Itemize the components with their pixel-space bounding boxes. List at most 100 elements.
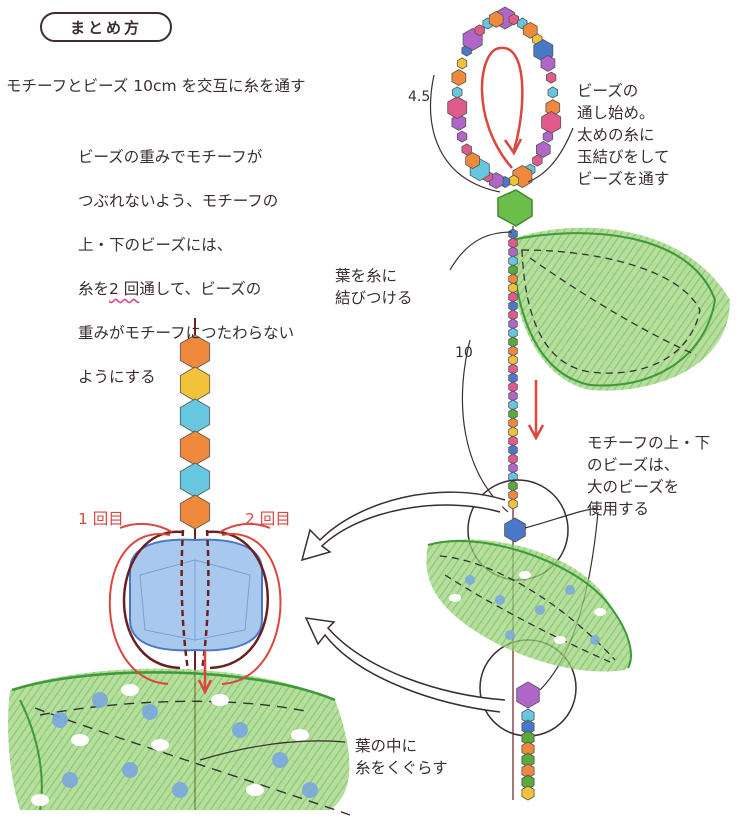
strand-bead [508,282,518,294]
loop-bead [532,154,543,167]
strand-bead [508,228,518,240]
loop-bead [451,113,467,131]
arrow-head-strand [527,424,545,441]
loop-bead [465,152,481,170]
note-line-4-a: 糸を [78,280,110,298]
intro-line: モチーフとビーズ 10cm を交互に糸を通す [6,77,306,95]
loop-bead [488,10,504,28]
loop-bead [451,86,463,99]
arrow-head-loop [503,138,523,156]
loop-bead [541,110,562,134]
note-main: ビーズの重みでモチーフが つぶれないよう、モチーフの 上・下のビーズには、 糸を… [78,124,294,410]
loop-bead [546,71,557,84]
strand-bead [508,435,518,447]
strand-bead [508,300,518,312]
loop-bead [547,86,558,99]
strand-bead [508,354,518,366]
big-arrow-lower [304,617,506,713]
large-blue-bead [504,517,526,543]
enlarged-bead [179,462,211,498]
loop-bead [461,143,472,156]
right-leaf [510,227,730,391]
note-line-4: 糸を2 回通して、ビーズの [78,278,294,300]
loop-bead [447,96,468,120]
strand-bead [508,345,518,357]
lower-right-leaf [426,539,632,672]
loop-bead [456,130,468,143]
pass-2-label: 2 回目 [245,510,291,528]
big-arrow-upper [300,491,506,562]
leader-4-5 [429,74,501,193]
strand-bead [508,273,518,285]
large-purple-bead [516,681,540,709]
leaf-tie-note: 葉を糸に 結びつける [335,267,413,307]
strand-bead [508,408,518,420]
loop-bead [508,174,519,187]
strand-bead [508,444,518,456]
strand-bead [508,489,518,501]
top-bottom-note: モチーフの上・下 のビーズは、 大のビーズを 使用する [587,434,711,518]
dim-label-10: 10 [455,345,473,361]
arrow-head-down [197,679,213,695]
thread-loop-right [206,530,269,670]
enlarged-bead [179,494,211,530]
section-title: まとめ方 [40,12,172,42]
strand-bead [521,785,535,801]
strand-bead [508,480,518,492]
strand-bead [508,399,518,411]
note-line-2: つぶれないよう、モチーフの [78,192,279,210]
red-curve-2 [219,522,271,533]
dim-label-4-5: 4.5 [408,89,431,105]
strand-bead [508,237,518,249]
loop-bead [508,13,519,26]
strand-bead [508,462,518,474]
start-note: ビーズの 通し始め。 太めの糸に 玉結びをして ビーズを通す [577,82,670,188]
big-blue-bead [129,538,263,652]
bead-loop [447,6,562,190]
strand-bead [508,246,518,258]
strand-bead [508,426,518,438]
dim-10-line [461,339,509,513]
note-line-1: ビーズの重みでモチーフが [78,148,263,166]
leader-leaf-tie [449,231,513,271]
strand-bead [508,291,518,303]
strand-bead [508,327,518,339]
thread-loop-left [122,530,184,670]
note-line-6: ようにする [78,368,156,386]
leaf-inside-note: 葉の中に 糸をくぐらす [355,737,448,777]
strand-bead [508,372,518,384]
loop-bead [540,54,556,72]
strand-bead [508,255,518,267]
loop-bead [522,21,538,39]
leader-leaf-inside [199,740,346,761]
strand-bead [508,498,518,510]
red-arrow-pass-2 [221,533,282,685]
leader-top-bottom [524,507,599,529]
thread-pass-dashed-2 [200,529,210,671]
loop-bead [451,69,467,87]
loop-bead [536,140,551,158]
red-arrow-pass-1 [108,533,171,685]
bead-strand-left [179,334,211,530]
note-line-3: 上・下のビーズには、 [78,236,233,254]
strand-bead [508,264,518,276]
thread-pass-dashed [180,529,190,671]
note-line-5: 重みがモチーフにつたわらない [78,324,295,342]
red-arrow-loop [480,46,524,169]
loop-bead [542,130,554,143]
strand-bead [508,381,518,393]
note-line-4-c: 通して、ビーズの [139,280,262,298]
red-curve-1 [119,522,173,533]
note-two-times: 2 回 [109,280,140,298]
pass-1-label: 1 回目 [78,510,124,528]
enlarged-bead [179,430,211,466]
strand-bead [508,309,518,321]
bead-strand-bottom [516,681,540,801]
bottom-left-leaf [8,668,351,816]
strand-bead [508,363,518,375]
leader-start [527,127,574,183]
strand-bead [508,318,518,330]
strand-bead [508,453,518,465]
